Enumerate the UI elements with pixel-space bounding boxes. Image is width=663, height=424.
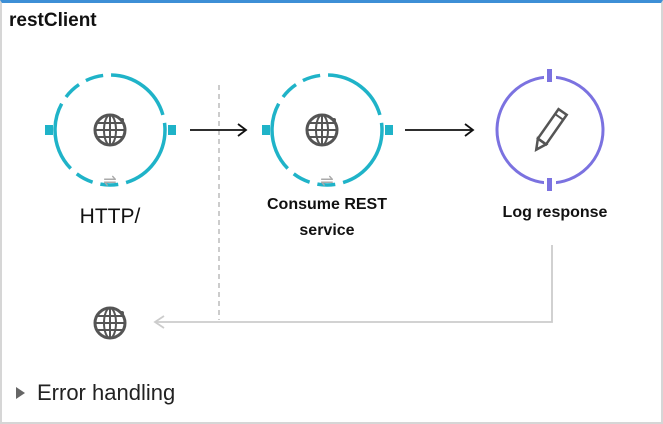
pencil-icon (534, 107, 569, 152)
node-label-log: Log response (502, 204, 608, 221)
node-consume-rest[interactable]: ⇌ (262, 73, 393, 190)
exchange-icon: ⇌ (320, 173, 333, 190)
globe-icon (305, 113, 339, 147)
flow-title: restClient (9, 10, 97, 31)
arrow (190, 123, 248, 137)
error-handling-toggle[interactable]: Error handling (16, 380, 175, 406)
exchange-icon: ⇌ (103, 173, 116, 190)
node-label-http: HTTP/ (79, 205, 141, 228)
globe-icon (93, 113, 127, 147)
node-http-listener[interactable]: ⇌ (45, 73, 176, 190)
node-log-response[interactable] (495, 60, 605, 200)
response-return-path (153, 245, 553, 329)
arrow (405, 123, 475, 137)
expand-triangle-icon (16, 387, 25, 399)
node-label-consume-line2: service (299, 222, 355, 239)
node-label-consume-line1: Consume REST (266, 196, 387, 213)
response-globe-icon (93, 306, 127, 340)
error-handling-label: Error handling (37, 380, 176, 405)
